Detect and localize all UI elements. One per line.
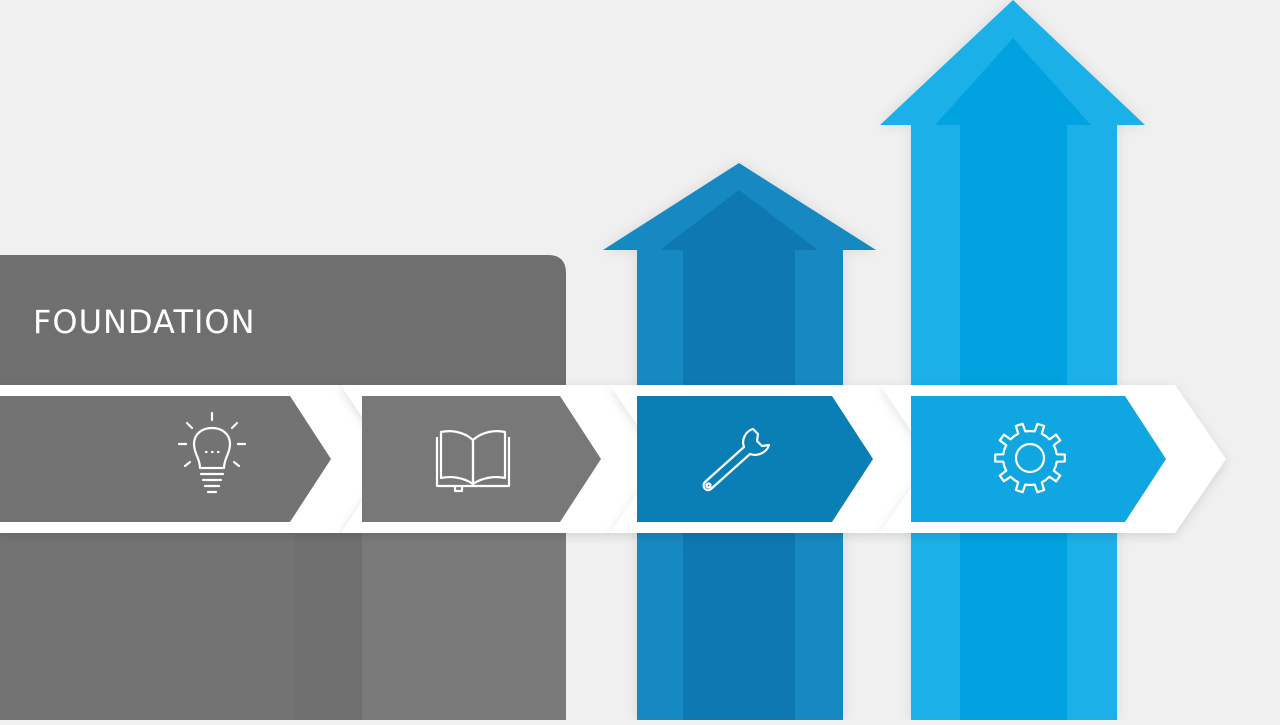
book-icon [435, 430, 511, 493]
wrench-icon [702, 427, 771, 492]
gray-column-2 [362, 530, 566, 720]
stage-chevron-3 [637, 396, 873, 522]
lightbulb-icon [177, 411, 247, 494]
stage-chevron-2 [362, 396, 601, 522]
gray-column-1 [0, 530, 295, 720]
foundation-title: FOUNDATION [33, 303, 256, 341]
blue-arrow-tall [880, 0, 1145, 720]
stage-chevron-4 [911, 396, 1166, 522]
stage-chevron-1 [0, 396, 331, 522]
gear-icon [994, 422, 1066, 494]
